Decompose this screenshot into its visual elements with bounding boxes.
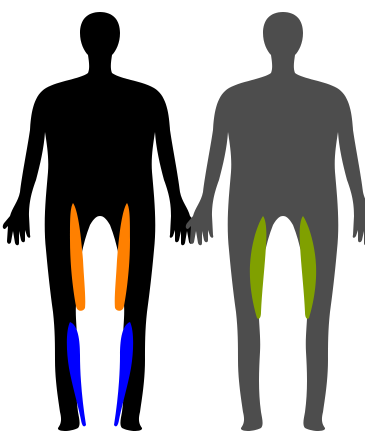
front-body-figure — [3, 12, 198, 431]
back-body-figure — [186, 12, 365, 431]
front-body-silhouette — [3, 12, 198, 431]
back-body-silhouette — [186, 12, 365, 431]
